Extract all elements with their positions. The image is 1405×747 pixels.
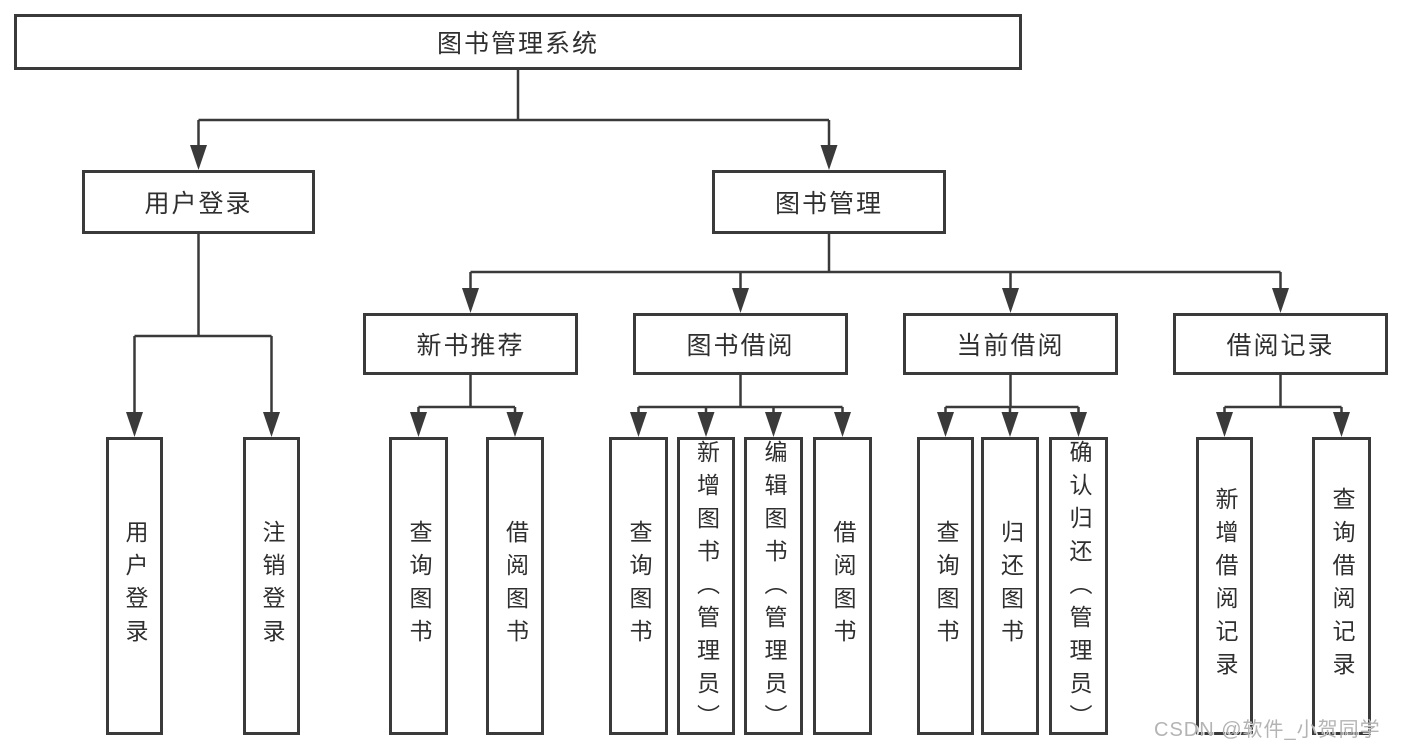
node-book-borrowing: 图书借阅 xyxy=(633,313,848,375)
connector-root-to-level2 xyxy=(197,70,831,150)
connector-new-book-to-leaves xyxy=(417,375,517,416)
node-library-system: 图书管理系统 xyxy=(14,14,1022,70)
node-current-borrowing: 当前借阅 xyxy=(903,313,1118,375)
node-book-management: 图书管理 xyxy=(712,170,946,234)
leaf-add-borrow-record: 新增借阅记录 xyxy=(1196,437,1253,735)
connector-book-borrow-to-leaves xyxy=(637,375,844,416)
leaf-return-books: 归还图书 xyxy=(981,437,1039,735)
connector-current-borrow-to-leaves xyxy=(944,375,1080,416)
leaf-query-books-borrow: 查询图书 xyxy=(609,437,668,735)
csdn-watermark: CSDN @软件_小贺同学 xyxy=(1154,719,1381,741)
connector-borrow-records-to-leaves xyxy=(1223,375,1343,416)
leaf-query-books-recommend: 查询图书 xyxy=(389,437,448,735)
leaf-add-books-admin: 新增图书（管理员） xyxy=(677,437,735,737)
leaf-user-login: 用户登录 xyxy=(106,437,163,735)
node-borrowing-records: 借阅记录 xyxy=(1173,313,1388,375)
leaf-confirm-return-admin: 确认归还（管理员） xyxy=(1049,437,1108,737)
leaf-borrow-books: 借阅图书 xyxy=(813,437,872,735)
node-new-book-recommendation: 新书推荐 xyxy=(363,313,578,375)
leaf-borrow-books-recommend: 借阅图书 xyxy=(486,437,544,735)
connector-book-management-to-level3 xyxy=(469,234,1282,292)
leaf-query-books-current: 查询图书 xyxy=(917,437,974,735)
leaf-edit-books-admin: 编辑图书（管理员） xyxy=(744,437,803,737)
node-user-login: 用户登录 xyxy=(82,170,315,234)
leaf-logout: 注销登录 xyxy=(243,437,300,735)
connector-user-login-to-leaves xyxy=(133,234,273,416)
leaf-query-borrow-record: 查询借阅记录 xyxy=(1312,437,1371,735)
